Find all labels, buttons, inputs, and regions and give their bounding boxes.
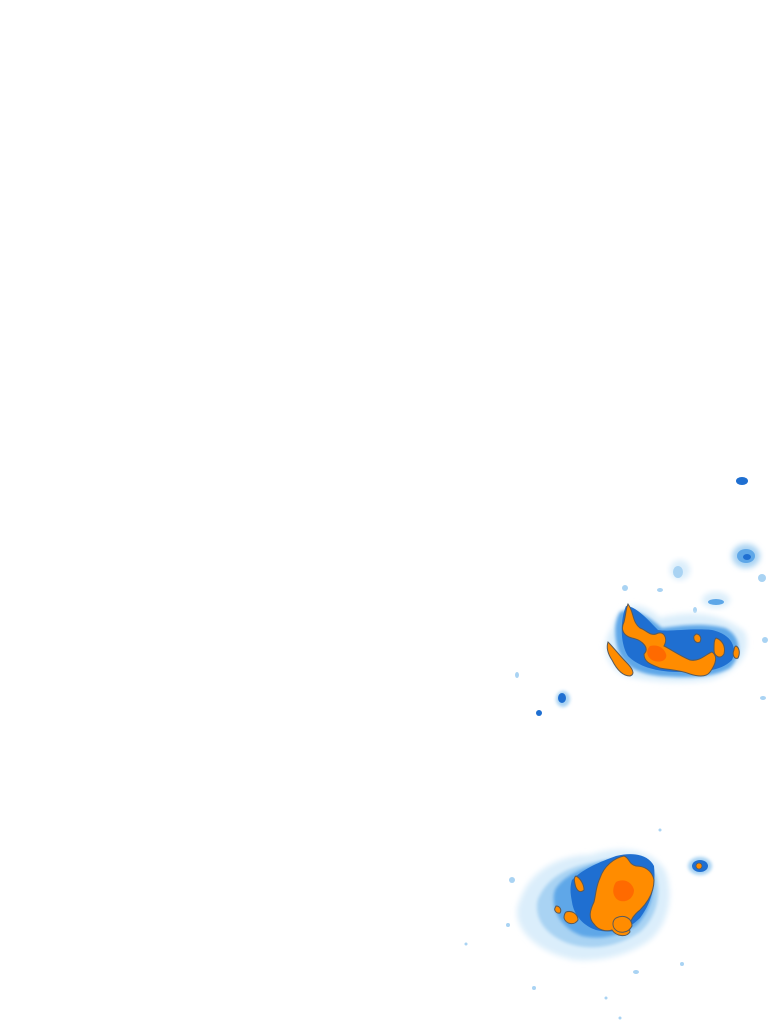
storm-system-middle xyxy=(605,603,747,683)
precip-cells-isolated-west xyxy=(515,672,570,716)
precip-scatter-north xyxy=(622,560,730,613)
storm-system-south xyxy=(516,849,670,961)
precip-speckles xyxy=(464,828,684,1020)
precip-cell-right-edge xyxy=(732,544,768,700)
precip-cell-small-top xyxy=(736,477,748,485)
precip-cell-south-east xyxy=(688,857,712,875)
